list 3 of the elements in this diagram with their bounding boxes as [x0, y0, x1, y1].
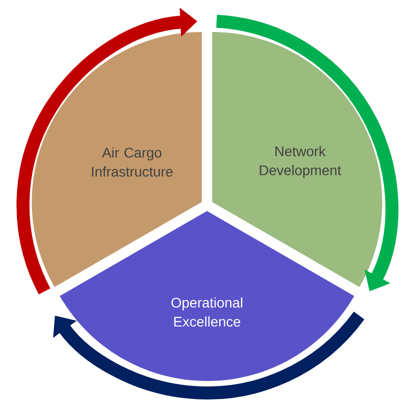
- pie-sector: Operational Excellence: [60, 211, 354, 382]
- pie-sector: Network Development: [212, 32, 382, 287]
- pie-sector: Air Cargo Infrastructure: [32, 32, 202, 287]
